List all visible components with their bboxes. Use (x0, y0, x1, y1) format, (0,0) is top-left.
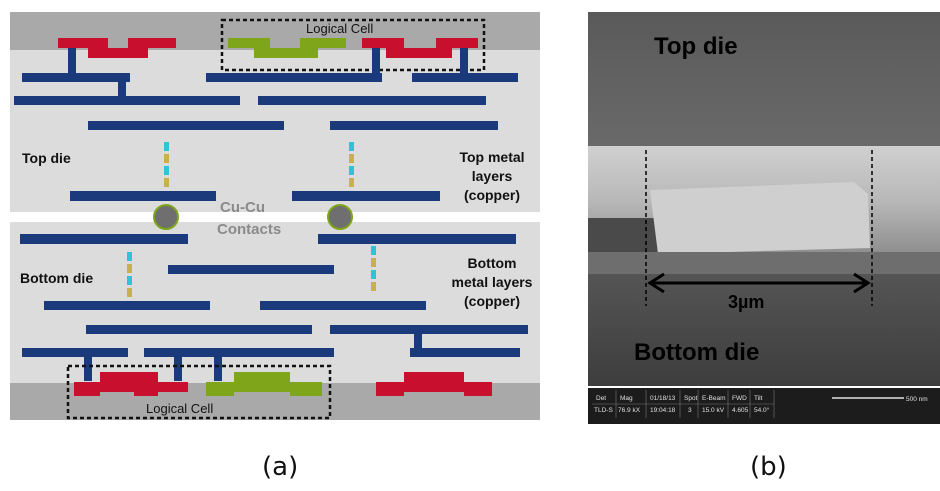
scale-bar-label: 500 nm (906, 396, 928, 403)
info-value-spot: 3 (688, 407, 692, 414)
bottom-metal-label-line3: (copper) (464, 293, 520, 309)
sem-info-bar (588, 388, 940, 424)
top-metal-4 (14, 96, 240, 105)
bottom-dashed-via-1 (127, 252, 132, 297)
top-logical-cell-label: Logical Cell (306, 21, 373, 36)
info-header-det: Det (596, 395, 606, 402)
bottom-bond-metal-2 (318, 234, 516, 244)
info-header-fwd: FWD (732, 395, 747, 402)
top-gate-red-1 (58, 38, 176, 58)
top-metal-2 (206, 73, 382, 82)
bottom-metal-5 (330, 325, 528, 334)
dimension-label: 3µm (728, 292, 764, 312)
top-via-1 (68, 48, 76, 76)
top-via-3 (460, 48, 468, 76)
info-header-mag: Mag (620, 395, 633, 402)
top-bond-metal-1 (70, 191, 216, 201)
top-metal-1 (22, 73, 130, 82)
top-gate-green (228, 38, 346, 58)
bottom-metal-4 (86, 325, 312, 334)
info-header-ebeam: E-Beam (702, 395, 725, 402)
bottom-dashed-via-2 (371, 246, 376, 291)
bottom-metal-2 (44, 301, 210, 310)
top-dashed-via-2 (349, 142, 354, 187)
top-via-4 (118, 80, 126, 98)
bottom-logical-cell-label: Logical Cell (146, 401, 213, 416)
top-via-2 (372, 48, 380, 76)
cu-cu-contact-1 (153, 204, 179, 230)
info-value-fwd: 4.605 (732, 407, 749, 414)
bottom-metal-8 (410, 348, 520, 357)
info-header-spot: Spot (684, 395, 698, 402)
panel-b-sem-image: 3µm Top die Bottom die Det Mag 01/18/13 … (588, 12, 940, 424)
bottom-metal-3 (260, 301, 426, 310)
sem-lower-band (588, 252, 940, 274)
top-metal-label-line2: layers (472, 168, 513, 184)
info-header-date: 01/18/13 (650, 395, 676, 402)
top-metal-label-line1: Top metal (459, 149, 524, 165)
sem-bottom-die-label: Bottom die (634, 339, 759, 366)
info-value-ebeam: 15.0 kV (702, 407, 725, 414)
sem-bond-pad (650, 182, 870, 254)
info-header-tilt: Tilt (754, 395, 763, 402)
info-value-tilt: 54.0° (754, 406, 770, 414)
top-dashed-via-1 (164, 142, 169, 187)
info-value-mag: 76.9 kX (618, 407, 641, 414)
bottom-gate-red-1 (74, 372, 188, 396)
bottom-metal-7 (144, 348, 334, 357)
bottom-via-2 (174, 355, 182, 381)
top-metal-5 (258, 96, 486, 105)
top-metal-7 (330, 121, 498, 130)
arrowhead-left (647, 272, 665, 294)
cu-cu-contact-2 (327, 204, 353, 230)
contacts-label-line2: Contacts (217, 221, 281, 238)
caption-a: (a) (262, 452, 299, 482)
bottom-metal-6 (22, 348, 128, 357)
panel-a-diagram: Logical Cell Cu-Cu Contacts (10, 12, 540, 420)
bottom-via-a (414, 332, 422, 350)
caption-b: (b) (750, 452, 787, 482)
bottom-bond-metal-1 (20, 234, 188, 244)
bottom-gate-green (206, 372, 322, 396)
bottom-die-label: Bottom die (20, 270, 93, 286)
info-value-det: TLD-S (594, 407, 613, 414)
info-value-date: 19:04:18 (650, 407, 676, 414)
sem-dark-band-left (588, 218, 658, 254)
sem-bottom-region (588, 274, 940, 386)
info-grid-lines (592, 390, 775, 418)
sem-top-region (588, 12, 940, 152)
top-metal-3 (412, 73, 518, 82)
contacts-label-line1: Cu-Cu (220, 199, 265, 216)
bottom-metal-label-line1: Bottom (468, 255, 517, 271)
top-metal-label-line3: (copper) (464, 187, 520, 203)
sem-top-die-label: Top die (654, 33, 738, 60)
bottom-via-3 (214, 355, 222, 381)
top-gate-red-2 (362, 38, 478, 58)
bottom-metal-1 (168, 265, 334, 274)
arrowhead-right (853, 272, 871, 294)
bottom-gate-red-2 (376, 372, 492, 396)
bottom-metal-label-line2: metal layers (452, 274, 533, 290)
bottom-via-1 (84, 355, 92, 381)
bottom-logical-cell-box (66, 364, 332, 420)
sem-info-table: Det Mag 01/18/13 Spot E-Beam FWD Tilt TL… (594, 395, 770, 414)
top-metal-6 (88, 121, 284, 130)
top-logical-cell-box (220, 18, 486, 72)
top-bond-metal-2 (292, 191, 440, 201)
top-die-label: Top die (22, 150, 71, 166)
